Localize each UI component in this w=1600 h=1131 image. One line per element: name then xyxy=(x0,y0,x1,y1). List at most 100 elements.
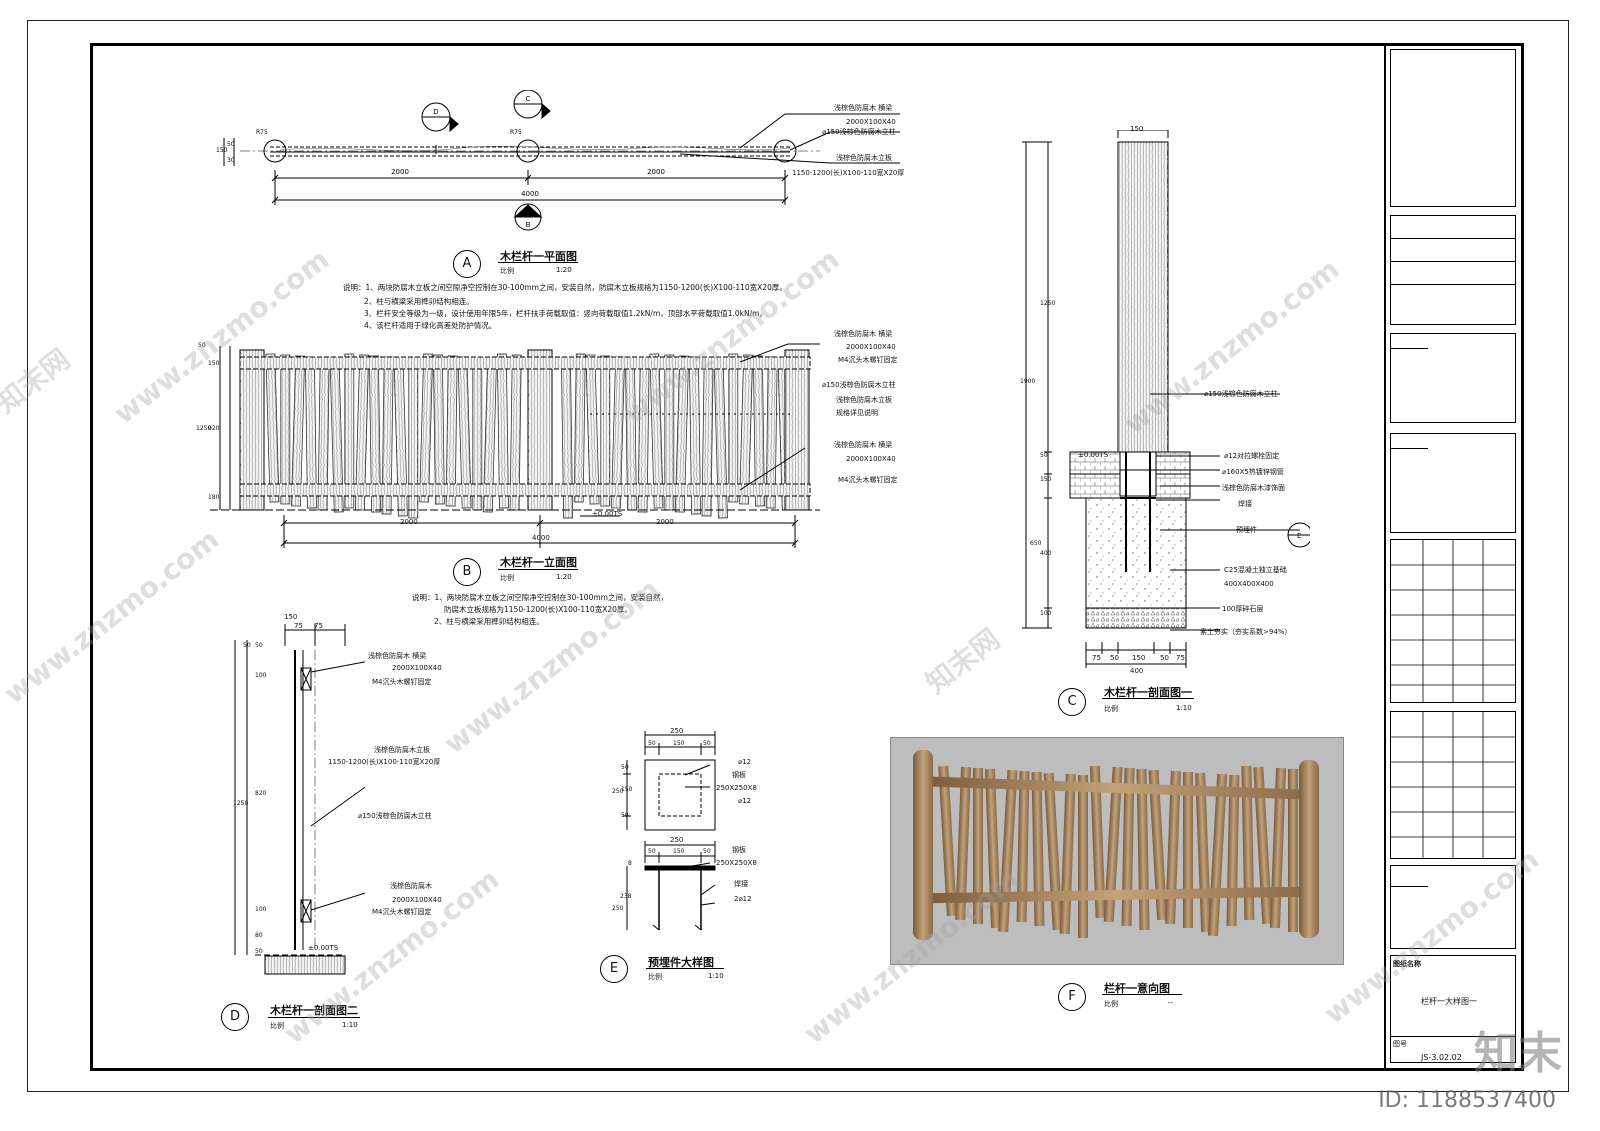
embed-side-dim-250: 250 xyxy=(612,788,624,795)
embed-scale-label: 比例 xyxy=(648,973,662,981)
sec2-dim-100b: 100 xyxy=(255,906,267,913)
section2-detail-circle: D xyxy=(221,1003,249,1031)
elevation-board xyxy=(739,354,754,505)
sec1-label-gravel: 100厚碎石层 xyxy=(1222,605,1264,613)
embed-top-dim-250: 250 xyxy=(670,727,684,735)
elev-label-spec: 规格详见说明 xyxy=(836,409,878,417)
plan-dim-right: 2000 xyxy=(647,168,665,176)
elev-dim-right: 2000 xyxy=(656,518,674,526)
section-mark-b: B xyxy=(526,221,531,229)
render-board xyxy=(1103,766,1123,923)
plan-label-board-size: 1150-1200(长)X100-110宽X20厚 xyxy=(792,169,905,177)
sec1-label-foundation: C25混凝土独立基础 xyxy=(1224,566,1287,574)
plan-label-post: ⌀150浅棕色防腐木立柱 xyxy=(822,128,896,136)
title-block: 图纸名称 栏杆一大样图一 图号 JS-3.02.02 xyxy=(1384,43,1520,1068)
section2-scale-label: 比例 xyxy=(270,1022,284,1030)
render-board xyxy=(1165,770,1181,925)
section2-drawing xyxy=(234,624,365,975)
section-mark-d: D xyxy=(433,108,438,116)
sec2-label-beam: 浅棕色防腐木 横梁 xyxy=(368,652,427,660)
plan-dim-total: 4000 xyxy=(521,190,539,198)
section1-detail-circle: C xyxy=(1058,688,1086,716)
render-title: 栏杆一意向图 xyxy=(1104,982,1170,995)
sec2-dim-50c: 50 xyxy=(255,948,263,955)
elev-label-beam-size-2: 2000X100X40 xyxy=(846,455,896,463)
plan-label-beam-size: 2000X100X40 xyxy=(846,118,896,126)
render-board xyxy=(973,768,983,924)
title-block-signature-grid xyxy=(1390,539,1516,703)
plan-title: 木栏杆一平面图 xyxy=(500,250,577,263)
elev-label-beam-size: 2000X100X40 xyxy=(846,343,896,351)
embed-title-underline xyxy=(646,968,724,969)
elevation-scale: 1:20 xyxy=(556,573,572,581)
embed-bottom-label-weld: 焊接 xyxy=(734,880,748,888)
title-block-drawing-info: 图纸名称 栏杆一大样图一 图号 JS-3.02.02 xyxy=(1390,955,1516,1063)
fence-render xyxy=(913,750,1319,940)
render-board xyxy=(1059,773,1076,935)
title-block-logo-area xyxy=(1390,49,1516,207)
render-scale-label: 比例 xyxy=(1104,1000,1118,1008)
sec1-dim-100: 100 xyxy=(1040,610,1052,617)
plan-title-underline xyxy=(498,262,578,263)
elevation-board xyxy=(664,354,675,511)
render-board xyxy=(1183,772,1193,928)
elevation-board xyxy=(573,353,586,503)
elev-label-post: ⌀150浅棕色防腐木立柱 xyxy=(822,381,896,389)
sec2-label-wood: 浅棕色防腐木 xyxy=(390,882,432,890)
section2-scale: 1:10 xyxy=(342,1021,358,1029)
section2-title: 木栏杆一剖面图二 xyxy=(270,1004,358,1017)
section1-title-underline xyxy=(1102,698,1194,699)
sec1-dim-bottom-75a: 75 xyxy=(1092,654,1101,662)
elevation-drawing xyxy=(210,343,820,548)
elevation-note-3: 2、柱与横梁采用榫卯结构相连。 xyxy=(434,617,544,626)
elevation-title-underline xyxy=(498,569,578,570)
embed-bottom-side-238: 238 xyxy=(620,893,632,900)
sec1-label-pipe: ⌀160X5热镀锌钢管 xyxy=(1222,468,1284,476)
plan-note-1: 说明：1、两块防腐木立板之间空隙净空控制在30-100mm之间，安装自然，防腐木… xyxy=(343,283,787,292)
sec1-label-foundation-size: 400X400X400 xyxy=(1224,580,1274,588)
embed-bottom-side-8: 8 xyxy=(628,860,632,867)
sec1-dim-top-150: 150 xyxy=(1130,125,1144,133)
elevation-board xyxy=(728,353,739,503)
sec1-label-soil: 素土夯实（夯实系数>94%） xyxy=(1200,628,1292,636)
elevation-board xyxy=(674,355,690,513)
embed-bottom-dim-250: 250 xyxy=(670,836,684,844)
section1-title: 木栏杆一剖面图一 xyxy=(1104,686,1192,699)
elevation-board xyxy=(368,355,381,513)
sec1-dim-50: 50 xyxy=(1040,452,1048,459)
section1-scale: 1:10 xyxy=(1176,704,1192,712)
sec1-dim-bottom-400: 400 xyxy=(1130,667,1144,675)
plan-note-4: 4、该栏杆适用于绿化高差处防护情况。 xyxy=(364,321,497,330)
drawing-number: JS-3.02.02 xyxy=(1421,1053,1462,1062)
sec2-label-board: 浅棕色防腐木立板 xyxy=(374,746,430,754)
plan-scale: 1:20 xyxy=(556,266,572,274)
title-block-design-area xyxy=(1390,433,1516,533)
signature-grid-lines xyxy=(1391,540,1515,702)
render-board xyxy=(1288,769,1298,932)
plan-dim-left: 2000 xyxy=(391,168,409,176)
elevation-board xyxy=(496,353,509,509)
render-detail-circle: F xyxy=(1058,983,1086,1011)
embed-bottom-label-rebar: 2⌀12 xyxy=(734,895,752,903)
embed-top-dim-50a: 50 xyxy=(648,740,656,747)
embed-title: 预埋件大样图 xyxy=(648,956,714,969)
plan-scale-label: 比例 xyxy=(500,267,514,275)
revision-grid-lines xyxy=(1391,712,1515,858)
image-id: ID: 1188537400 xyxy=(1378,1088,1556,1113)
elevation-board xyxy=(585,354,600,505)
embed-bottom-dim-50b: 50 xyxy=(703,848,711,855)
title-block-revision-grid xyxy=(1390,711,1516,859)
section1-scale-label: 比例 xyxy=(1104,705,1118,713)
sec1-label-post: ⌀150浅棕色防腐木立柱 xyxy=(1204,390,1278,398)
plan-radius-mid: R75 xyxy=(510,129,522,136)
render-scale: -- xyxy=(1168,999,1174,1007)
sec1-label-bolt: ⌀12对拉螺栓固定 xyxy=(1224,452,1280,460)
render-title-underline xyxy=(1102,994,1182,995)
sec1-level: ±0.00TS xyxy=(1078,451,1109,459)
embed-top-dim-50b: 50 xyxy=(703,740,711,747)
embed-top-label-plate: 钢板 xyxy=(732,771,746,779)
embed-side-dim-150: 150 xyxy=(621,786,633,793)
embed-top-dim-150: 150 xyxy=(673,740,685,747)
elevation-title: 木栏杆一立面图 xyxy=(500,556,577,569)
sec1-dim-bottom-150: 150 xyxy=(1132,654,1146,662)
